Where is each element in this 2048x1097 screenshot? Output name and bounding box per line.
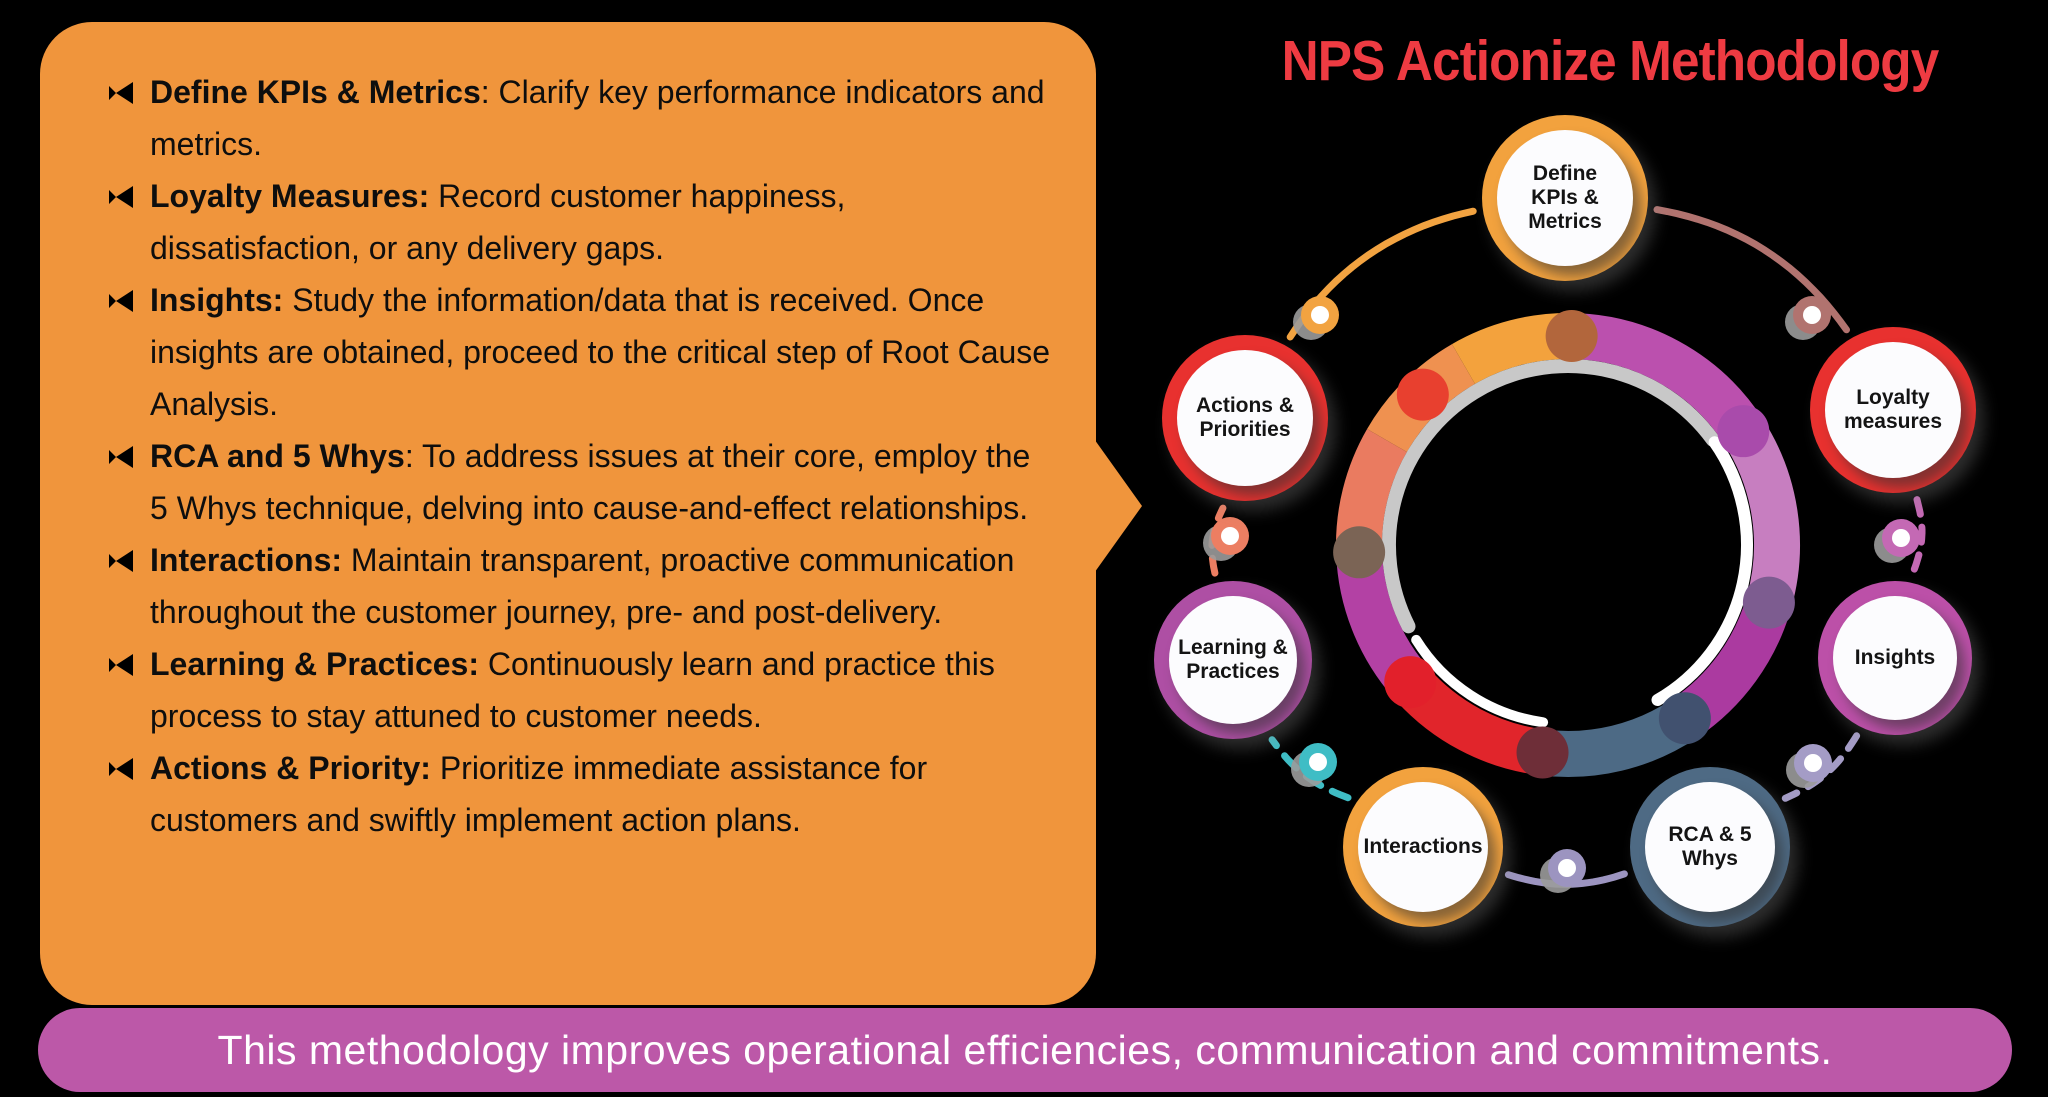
bookmark-icon (109, 82, 133, 104)
ring-inner-rim (1651, 436, 1753, 706)
bead-hole (1892, 529, 1910, 547)
footer-banner-text: This methodology improves operational ef… (217, 1026, 1833, 1073)
bead-hole (1309, 753, 1327, 771)
item-heading: Interactions: (150, 542, 343, 578)
ring-dot (1333, 526, 1386, 579)
item-body: Record customer happiness, dissatisfacti… (150, 178, 846, 266)
methodology-item-6: Learning & Practices: Continuously learn… (102, 638, 1054, 742)
bookmark-icon (109, 186, 133, 208)
diagram-node-insights: Insights (1818, 581, 1972, 735)
item-heading: Insights: (150, 282, 284, 318)
connector-insights-to-rca-5-whys (1781, 732, 1861, 802)
ring-dot (1742, 576, 1795, 629)
methodology-item-1: Define KPIs & Metrics: Clarify key perfo… (102, 66, 1054, 170)
node-face: Actions &Priorities (1177, 350, 1313, 486)
methodology-item-5: Interactions: Maintain transparent, proa… (102, 534, 1054, 638)
bead-hole (1221, 527, 1239, 545)
item-heading: Define KPIs & Metrics (150, 74, 481, 110)
panel-tail-pointer (1092, 436, 1142, 576)
diagram-node-actions-priorities: Actions &Priorities (1162, 335, 1328, 501)
item-body: Prioritize immediate assistance for cust… (150, 750, 928, 838)
ring-dot (1717, 405, 1770, 458)
item-heading: Learning & Practices: (150, 646, 479, 682)
ring-inner-rim (1411, 634, 1549, 728)
node-label: Learning &Practices (1178, 636, 1288, 683)
node-face: Learning &Practices (1169, 596, 1297, 724)
ring-dot (1396, 368, 1449, 421)
bookmark-icon (109, 446, 133, 468)
diagram-node-interactions: Interactions (1343, 767, 1503, 927)
bead-hole (1804, 754, 1822, 772)
item-heading: Actions & Priority: (150, 750, 431, 786)
bead-hole (1803, 306, 1821, 324)
bookmark-icon (109, 758, 133, 780)
node-label: Actions &Priorities (1195, 394, 1294, 441)
diagram-node-learning-practices: Learning &Practices (1154, 581, 1312, 739)
item-heading: Loyalty Measures: (150, 178, 430, 214)
methodology-item-2: Loyalty Measures: Record customer happin… (102, 170, 1054, 274)
node-label: Insights (1854, 646, 1936, 670)
item-body: Study the information/data that is recei… (150, 282, 1051, 422)
methodology-item-4: RCA and 5 Whys: To address issues at the… (102, 430, 1054, 534)
node-label: Interactions (1363, 835, 1483, 859)
methodology-item-7: Actions & Priority: Prioritize immediate… (102, 742, 1054, 846)
item-body: : To address issues at their core, emplo… (150, 438, 1031, 526)
ring-dot (1384, 656, 1437, 709)
item-body: Continuously learn and practice this pro… (150, 646, 995, 734)
bead-hole (1558, 859, 1576, 877)
ring-dot (1658, 692, 1711, 745)
ring-inner-rim (1382, 358, 1720, 634)
item-body: Maintain transparent, proactive communic… (150, 542, 1015, 630)
ring-dot (1545, 310, 1598, 363)
footer-banner: This methodology improves operational ef… (38, 1008, 2012, 1092)
item-heading: RCA and 5 Whys (150, 438, 405, 474)
methodology-panel: Define KPIs & Metrics: Clarify key perfo… (40, 22, 1096, 1005)
node-face: Insights (1833, 596, 1957, 720)
node-face: Interactions (1358, 782, 1488, 912)
connector-loyalty-measures-to-insights (1909, 496, 1926, 577)
bookmark-icon (109, 290, 133, 312)
bookmark-icon (109, 654, 133, 676)
bookmark-icon (109, 550, 133, 572)
bead-hole (1311, 306, 1329, 324)
page-title: NPS Actionize Methodology (1281, 29, 1940, 93)
methodology-items-list: Define KPIs & Metrics: Clarify key perfo… (102, 66, 1054, 846)
item-body: : Clarify key performance indicators and… (150, 74, 1045, 162)
ring-dot (1516, 726, 1569, 779)
methodology-item-3: Insights: Study the information/data tha… (102, 274, 1054, 430)
